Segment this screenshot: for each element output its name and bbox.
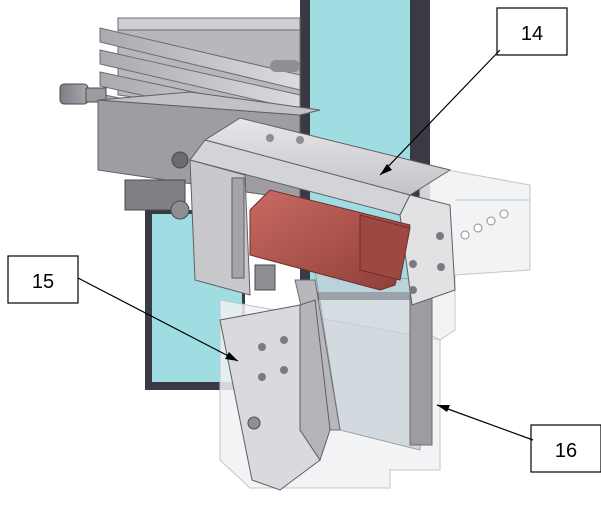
pneumatic-fitting <box>59 83 107 105</box>
callout-15-leader <box>77 277 239 362</box>
callout-14: 14 <box>379 7 568 176</box>
red-sensor <box>249 189 411 291</box>
side-bracket <box>219 299 331 491</box>
callout-14-leader <box>379 49 501 176</box>
callout-15: 15 <box>7 255 239 362</box>
callout-16-leader <box>436 404 534 441</box>
callout-15-label: 15 <box>32 271 54 293</box>
callout-14-label: 14 <box>521 23 543 45</box>
callout-16-label: 16 <box>555 440 577 462</box>
sensor-bracket <box>189 117 456 306</box>
callout-16: 16 <box>436 404 601 473</box>
